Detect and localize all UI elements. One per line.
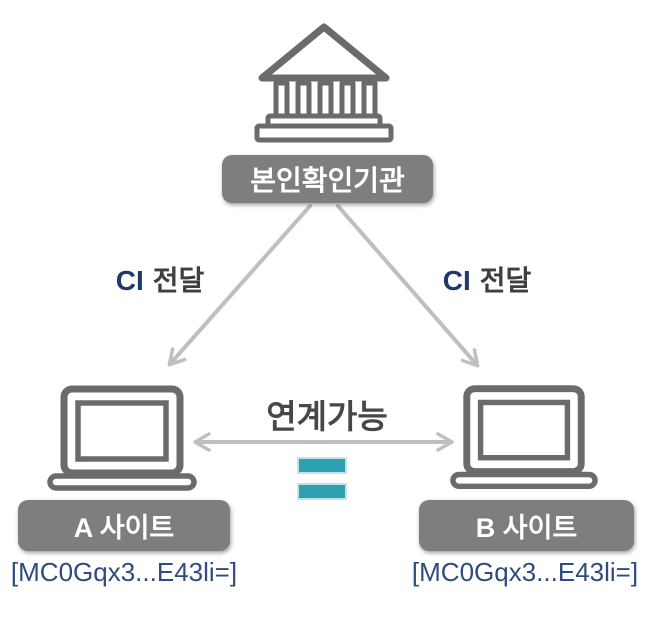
equals-bar-top: [297, 457, 347, 474]
site-a-label-box: A 사이트: [18, 500, 230, 551]
ci-transfer-label-left: CI 전달: [85, 259, 235, 299]
equals-bar-bottom: [297, 483, 347, 500]
equals-icon: [297, 457, 347, 500]
ci-transfer-label-right: CI 전달: [412, 259, 562, 299]
authority-label: 본인확인기관: [250, 165, 405, 196]
site-b-label: B 사이트: [475, 513, 578, 543]
laptop-icon-b: [450, 385, 598, 490]
ci-text-right: 전달: [479, 265, 532, 296]
site-a-label: A 사이트: [73, 513, 175, 543]
ci-text-left: 전달: [152, 265, 205, 296]
laptop-icon-a: [47, 385, 197, 491]
bank-icon: [254, 23, 394, 143]
site-b-label-box: B 사이트: [419, 500, 634, 551]
link-label: 연계가능: [266, 398, 388, 435]
ci-highlight-right: CI: [442, 265, 471, 296]
site-b-ci-value: [MC0Gqx3...E43li=]: [411, 557, 639, 587]
site-a-ci-value: [MC0Gqx3...E43li=]: [10, 557, 238, 587]
authority-label-box: 본인확인기관: [222, 155, 433, 203]
ci-highlight-left: CI: [115, 265, 144, 296]
